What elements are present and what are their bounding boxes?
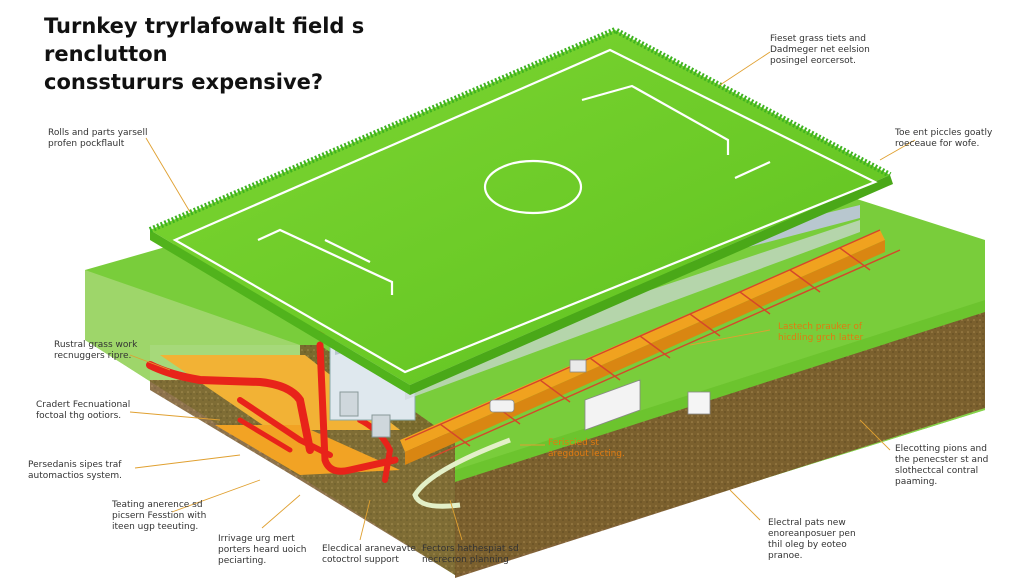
callout-fieset: Fieset grass tiets and Dadmeger net eels… (770, 34, 870, 66)
drain-flow-arrow (412, 437, 511, 509)
callout-elecoting: Elecotting pions and the penecster st an… (895, 444, 989, 487)
callout-feriscied: Feriscied st aregdout lecting. (548, 438, 625, 459)
title-line-1: Turnkey tryrlafowalt field s renclutton (44, 14, 365, 66)
callout-toe: Toe ent piccles goatly roeceaue for wofe… (895, 128, 993, 149)
callout-electral: Electral pats new enoreanposuer pen thil… (768, 518, 856, 561)
callout-leaders (129, 51, 916, 541)
callout-irrivage: Irrivage urg mert porters heard uoich pe… (218, 534, 307, 566)
callout-rustral: Rustral grass work recnuggers ripre. (54, 340, 138, 361)
field-markings (172, 48, 878, 374)
turf-playing-field (148, 26, 893, 395)
callout-elecdual: Elecdical aranevavte cotoctrol support (322, 544, 416, 565)
title-line-2: consstururs expensive? (44, 70, 324, 94)
callout-persedanis: Persedanis sipes traf automactios system… (28, 460, 122, 481)
callout-lastech: Lastech prauker of hicdling grch latter (778, 322, 864, 343)
callout-fectors: Fectors hathespiat sd necrecron planning (422, 544, 519, 565)
page-title: Turnkey tryrlafowalt field s renclutton … (44, 12, 464, 96)
callout-teating: Teating anerence sd picsern Fesstion wit… (112, 500, 207, 532)
drainage-grid (404, 229, 901, 459)
callout-cradert: Cradert Fecnuational foctoal thg ootiors… (36, 400, 131, 421)
field-props (489, 359, 711, 431)
callout-rolls: Rolls and parts yarsell profen pockflaul… (48, 128, 148, 149)
